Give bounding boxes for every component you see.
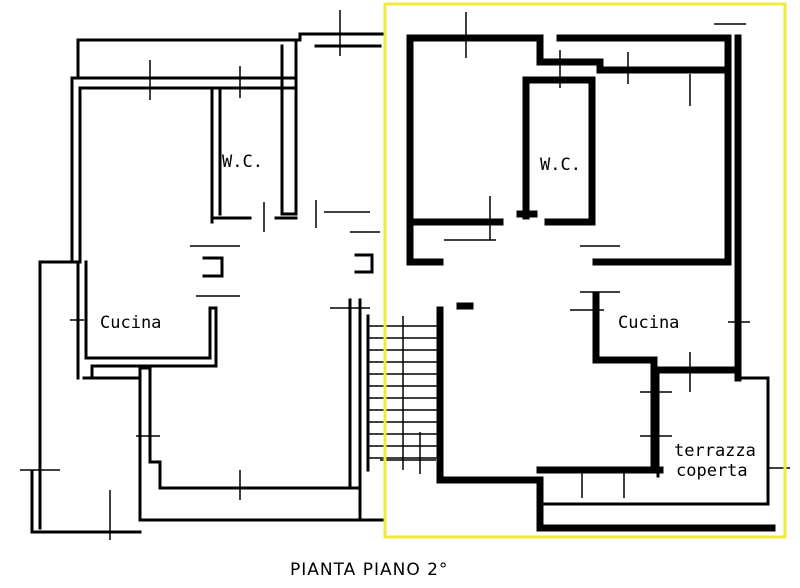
left-apartment: W.C. Cucina: [20, 10, 440, 540]
right-apartment: W.C. Cucina terrazza coperta: [380, 12, 790, 532]
highlight-rectangle: [383, 2, 787, 539]
label-wc-left: W.C.: [222, 152, 263, 172]
plan-title: PIANTA PIANO 2°: [290, 560, 448, 580]
label-cucina-right: Cucina: [618, 313, 679, 333]
label-wc-right: W.C.: [540, 155, 581, 175]
label-cucina-left: Cucina: [100, 313, 161, 333]
label-terrazza-line2: coperta: [676, 461, 748, 481]
label-terrazza-line1: terrazza: [674, 441, 756, 461]
